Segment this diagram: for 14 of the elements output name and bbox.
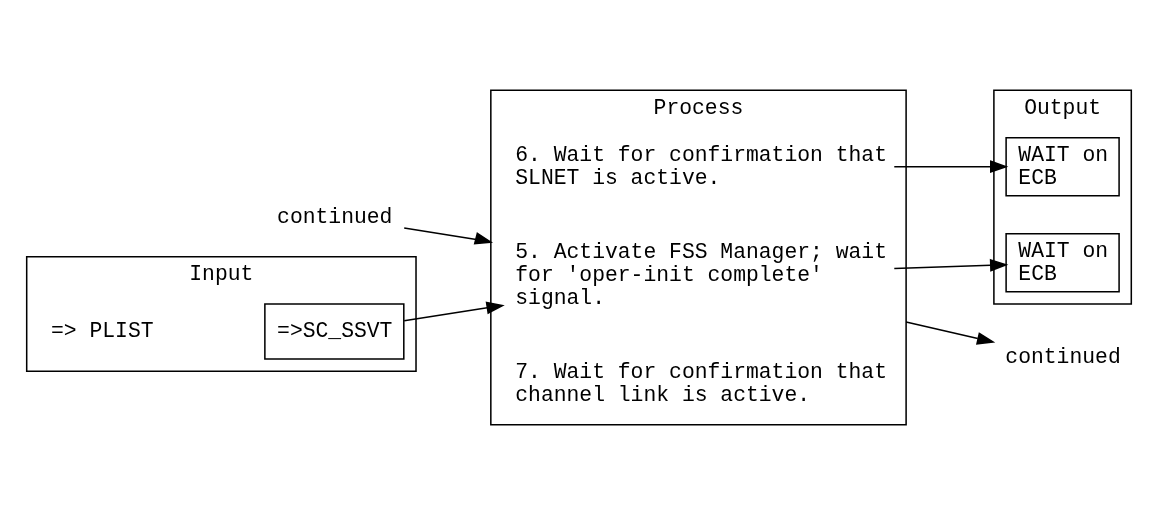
arrow xyxy=(893,258,1009,272)
arrow xyxy=(403,226,494,245)
node-text: continued xyxy=(277,204,393,229)
node-text: 5. Activate FSS Manager; wait for 'oper-init complete' signal. xyxy=(515,239,887,310)
node-text: 6. Wait for confirmation that SLNET is active. xyxy=(515,142,887,190)
arrow xyxy=(403,301,505,322)
node-text: 7. Wait for confirmation that channel link is active. xyxy=(515,359,887,407)
arrow xyxy=(905,320,996,345)
node-text: continued xyxy=(1005,344,1121,369)
label: => PLIST xyxy=(51,318,154,343)
node-box: WAIT on ECB xyxy=(1005,232,1120,293)
arrow xyxy=(893,159,1009,173)
node-box: WAIT on ECB xyxy=(1005,136,1120,196)
node-box: =>SC_SSVT xyxy=(264,302,405,360)
